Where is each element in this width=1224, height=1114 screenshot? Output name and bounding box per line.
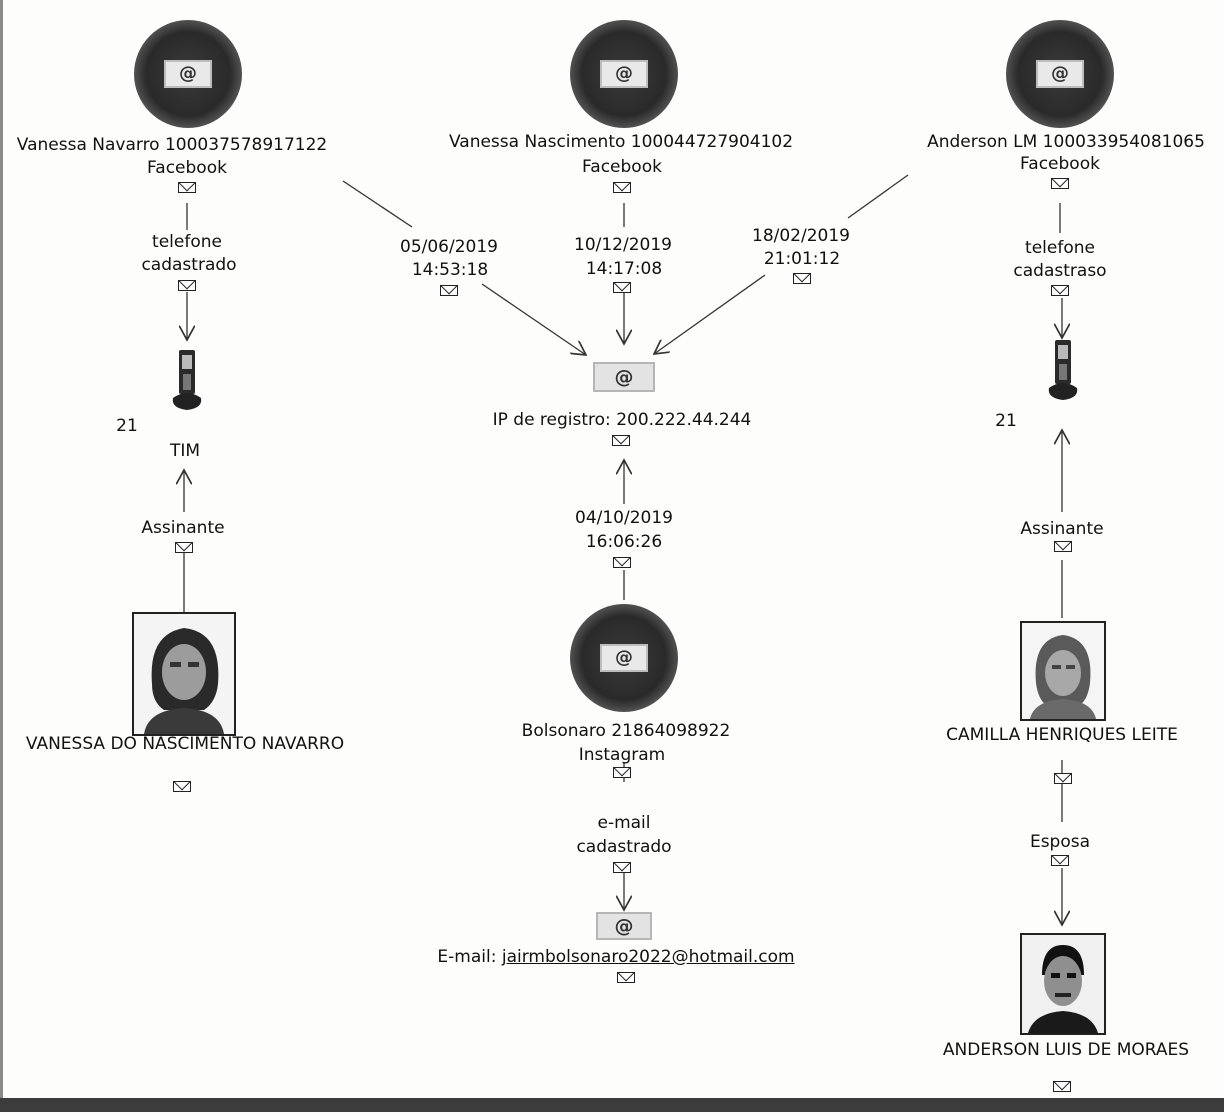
- envelope-icon[interactable]: [613, 767, 631, 778]
- edge-left-phone-label-1: telefone: [152, 232, 222, 252]
- ip-node-icon[interactable]: @: [593, 362, 655, 392]
- email-label[interactable]: E-mail: jairmbolsonaro2022@hotmail.com: [437, 946, 794, 969]
- edge-ip-navarro-time: 14:53:18: [411, 260, 489, 280]
- person-camilla-photo[interactable]: [1020, 621, 1106, 721]
- node-bolsonaro-platform: Instagram: [578, 745, 666, 765]
- node-vanessa-navarro-platform: Facebook: [147, 158, 227, 178]
- phone-left-carrier: TIM: [169, 441, 201, 461]
- envelope-icon[interactable]: [1054, 541, 1072, 552]
- at-sign-globe-icon[interactable]: @: [134, 20, 242, 128]
- envelope-icon[interactable]: [175, 542, 193, 553]
- person-anderson-name[interactable]: ANDERSON LUIS DE MORAES: [942, 1040, 1190, 1060]
- node-anderson-lm-name[interactable]: Anderson LM 100033954081065: [927, 132, 1205, 152]
- person-vanessa-photo[interactable]: [132, 612, 236, 736]
- edge-ip-nascimento-time: 14:17:08: [585, 259, 663, 279]
- edge-email-label-2: cadastrado: [576, 837, 672, 857]
- edge-navarro-ip-arrow: [481, 283, 586, 355]
- envelope-icon[interactable]: [173, 781, 191, 792]
- edge-right-phone-label-2: cadastraso: [1013, 261, 1107, 281]
- edge-right-subscriber-label: Assinante: [1020, 519, 1104, 539]
- person-silhouette-icon: [1022, 623, 1104, 719]
- edge-ip-bolsonaro-date: 04/10/2019: [575, 508, 673, 528]
- envelope-icon[interactable]: [612, 435, 630, 446]
- mobile-phone-icon[interactable]: [167, 348, 207, 418]
- edge-left-phone-label-2: cadastrado: [141, 255, 237, 275]
- envelope-icon[interactable]: [440, 285, 458, 296]
- edge-ip-nascimento-date: 10/12/2019: [574, 235, 672, 255]
- envelope-icon[interactable]: [613, 557, 631, 568]
- edge-ip-anderson-time: 21:01:12: [763, 249, 841, 269]
- at-sign-globe-icon[interactable]: @: [570, 20, 678, 128]
- envelope-icon[interactable]: [1051, 855, 1069, 866]
- edge-ip-bolsonaro-time: 16:06:26: [585, 532, 663, 552]
- frame-border-bottom: [0, 1098, 1224, 1112]
- edge-navarro-ip-line: [342, 180, 413, 228]
- envelope-icon[interactable]: [178, 280, 196, 291]
- envelope-icon[interactable]: [613, 282, 631, 293]
- at-sign-globe-icon[interactable]: @: [1006, 20, 1114, 128]
- edge-anderson-ip-line: [847, 174, 909, 219]
- person-anderson-photo[interactable]: [1020, 933, 1106, 1035]
- edge-anderson-ip-arrow: [654, 274, 766, 354]
- edge-ip-anderson-date: 18/02/2019: [752, 226, 850, 246]
- email-node-icon[interactable]: @: [596, 912, 652, 940]
- phone-left-ddd: 21: [116, 416, 138, 436]
- person-silhouette-icon: [1022, 935, 1104, 1033]
- edge-right-phone-label-1: telefone: [1025, 238, 1095, 258]
- envelope-icon[interactable]: [178, 182, 196, 193]
- envelope-icon[interactable]: [613, 182, 631, 193]
- at-sign-globe-icon[interactable]: @: [570, 604, 678, 712]
- edge-ip-navarro-date: 05/06/2019: [400, 237, 498, 257]
- node-vanessa-nascimento-name[interactable]: Vanessa Nascimento 100044727904102: [448, 132, 794, 152]
- edge-spouse-label: Esposa: [1029, 832, 1091, 852]
- node-vanessa-navarro-name[interactable]: Vanessa Navarro 100037578917122: [16, 135, 328, 155]
- ip-label[interactable]: IP de registro: 200.222.44.244: [492, 410, 752, 430]
- envelope-icon[interactable]: [617, 972, 635, 983]
- node-anderson-lm-platform: Facebook: [1020, 154, 1100, 174]
- envelope-icon[interactable]: [1051, 178, 1069, 189]
- mobile-phone-icon[interactable]: [1043, 338, 1083, 408]
- edge-left-subscriber-label: Assinante: [141, 518, 225, 538]
- phone-right-ddd: 21: [995, 411, 1017, 431]
- email-prefix: E-mail:: [437, 947, 502, 967]
- envelope-icon[interactable]: [613, 862, 631, 873]
- email-address-link[interactable]: jairmbolsonaro2022@hotmail.com: [501, 947, 795, 967]
- edge-email-label-1: e-mail: [597, 813, 651, 833]
- person-vanessa-name[interactable]: VANESSA DO NASCIMENTO NAVARRO: [25, 734, 345, 754]
- envelope-icon[interactable]: [793, 273, 811, 284]
- frame-border-left: [0, 0, 3, 1100]
- person-camilla-name[interactable]: CAMILLA HENRIQUES LEITE: [946, 725, 1178, 745]
- node-bolsonaro-name[interactable]: Bolsonaro 21864098922: [521, 721, 731, 741]
- envelope-icon[interactable]: [1054, 773, 1072, 784]
- envelope-icon[interactable]: [1053, 1081, 1071, 1092]
- person-silhouette-icon: [134, 614, 234, 734]
- envelope-icon[interactable]: [1051, 285, 1069, 296]
- node-vanessa-nascimento-platform: Facebook: [582, 157, 662, 177]
